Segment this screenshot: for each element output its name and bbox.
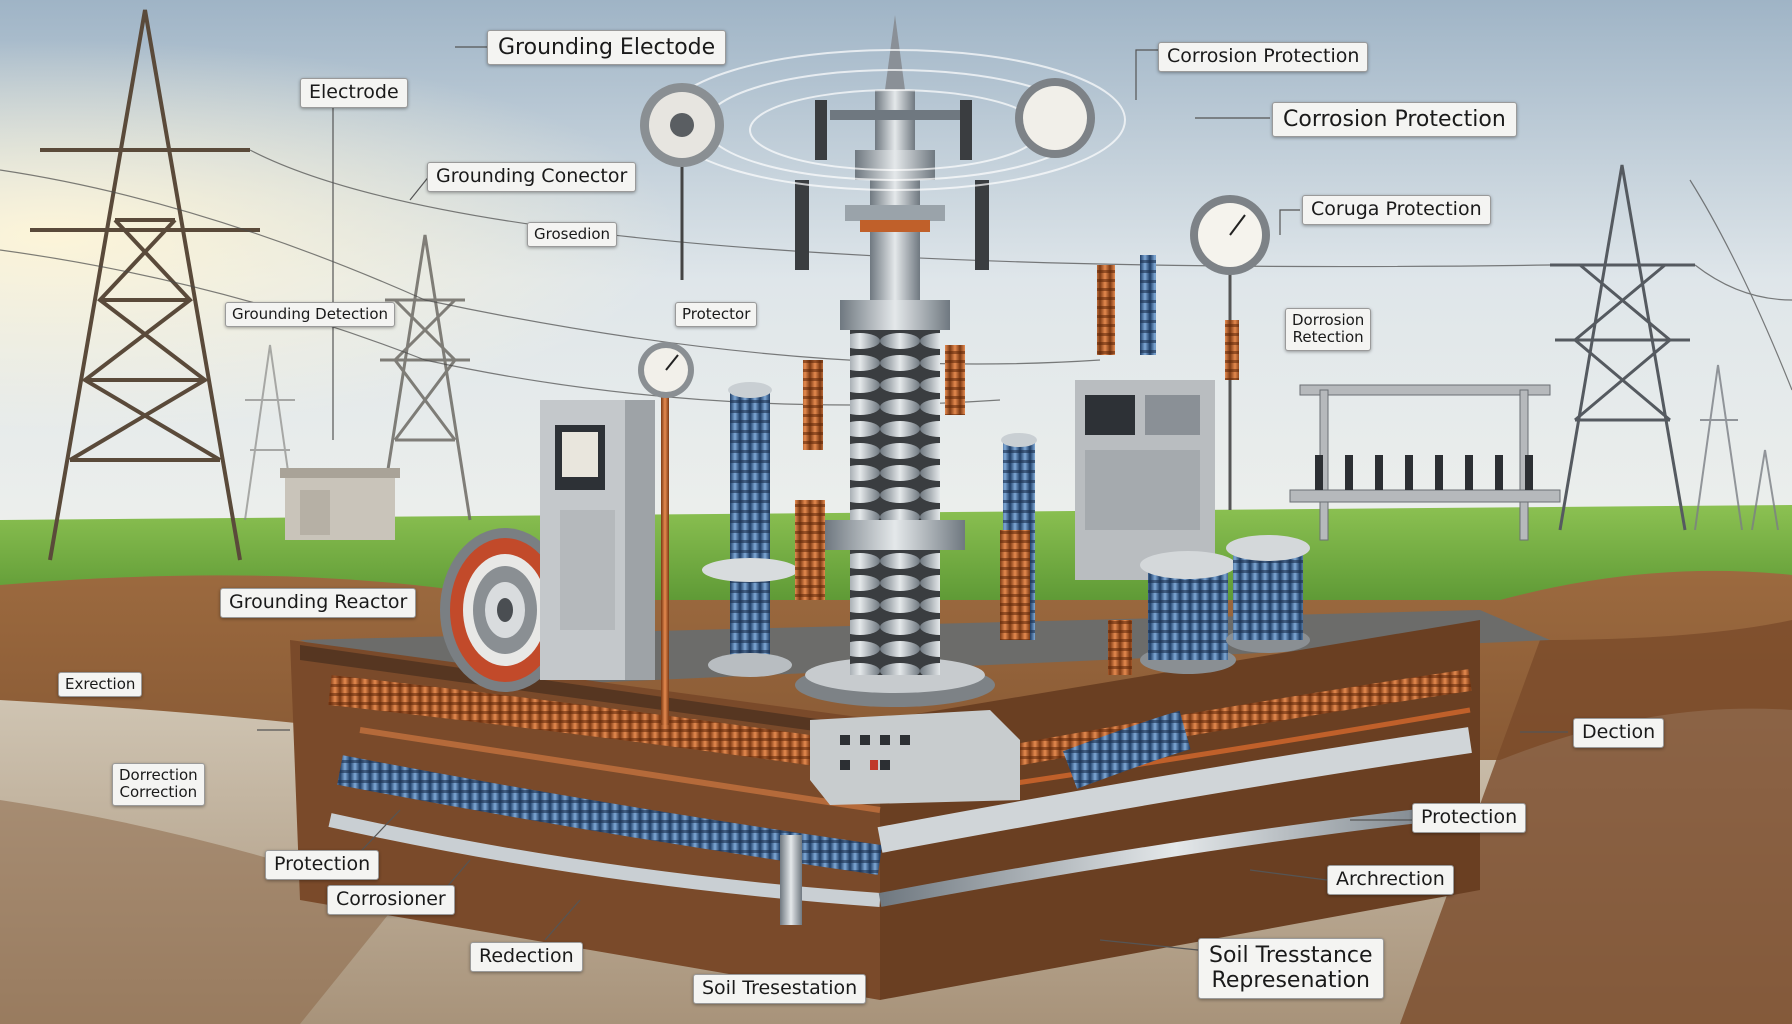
blue-pipe-right bbox=[1062, 710, 1191, 789]
wire-spool-right bbox=[1226, 535, 1310, 653]
central-grounding-tower bbox=[795, 15, 995, 707]
wire-spool-left bbox=[1140, 551, 1236, 674]
label-dorrection-correction: Dorrection Correction bbox=[112, 763, 205, 806]
cable-reel bbox=[440, 528, 570, 692]
label-grounding-conector: Grounding Conector bbox=[427, 162, 637, 192]
label-protection-right: Protection bbox=[1412, 803, 1527, 833]
label-grosedion: Grosedion bbox=[527, 222, 618, 248]
label-grounding-reactor: Grounding Reactor bbox=[220, 588, 417, 618]
utility-building bbox=[280, 468, 400, 540]
control-panel-right bbox=[1075, 380, 1215, 580]
label-protection-left: Protection bbox=[265, 850, 380, 880]
label-grounding-electrode-top: Grounding Electode bbox=[487, 30, 727, 66]
label-protector: Protector bbox=[675, 302, 758, 328]
label-exrection: Exrection bbox=[58, 672, 143, 698]
label-grounding-detection: Grounding Detection bbox=[225, 302, 396, 328]
label-corrosioner: Corrosioner bbox=[327, 885, 455, 915]
gauge-top-left bbox=[640, 83, 724, 280]
transmission-tower-far-right bbox=[1694, 364, 1779, 531]
copper-coils bbox=[795, 255, 1239, 675]
label-corrosion-protection-mid: Corrosion Protection bbox=[1272, 102, 1517, 138]
label-corrosion-protection-top: Corrosion Protection bbox=[1158, 42, 1369, 72]
leader-lines bbox=[257, 46, 1568, 951]
front-control-box bbox=[810, 710, 1020, 805]
control-cabinet bbox=[540, 400, 655, 680]
label-redection: Redection bbox=[470, 942, 583, 972]
label-soil-tresstance: Soil Tresstance Represenation bbox=[1198, 938, 1384, 999]
underground-pipes-left bbox=[328, 675, 883, 925]
transmission-tower-right bbox=[1550, 164, 1695, 531]
label-electrode: Electrode bbox=[300, 78, 408, 108]
transmission-tower-far-left bbox=[244, 344, 296, 521]
transmission-tower-left bbox=[30, 9, 260, 561]
insulator-column-left bbox=[702, 382, 798, 677]
label-soil-tresestation: Soil Tresestation bbox=[693, 974, 867, 1004]
label-dection: Dection bbox=[1573, 718, 1665, 748]
substation-right bbox=[1289, 384, 1561, 541]
label-coruga-protection: Coruga Protection bbox=[1302, 195, 1491, 225]
gauge-top-right bbox=[1015, 78, 1095, 780]
gauge-left bbox=[638, 342, 694, 725]
label-archrection: Archrection bbox=[1327, 865, 1454, 895]
label-dorrosion-retection: Dorrosion Retection bbox=[1285, 308, 1372, 351]
